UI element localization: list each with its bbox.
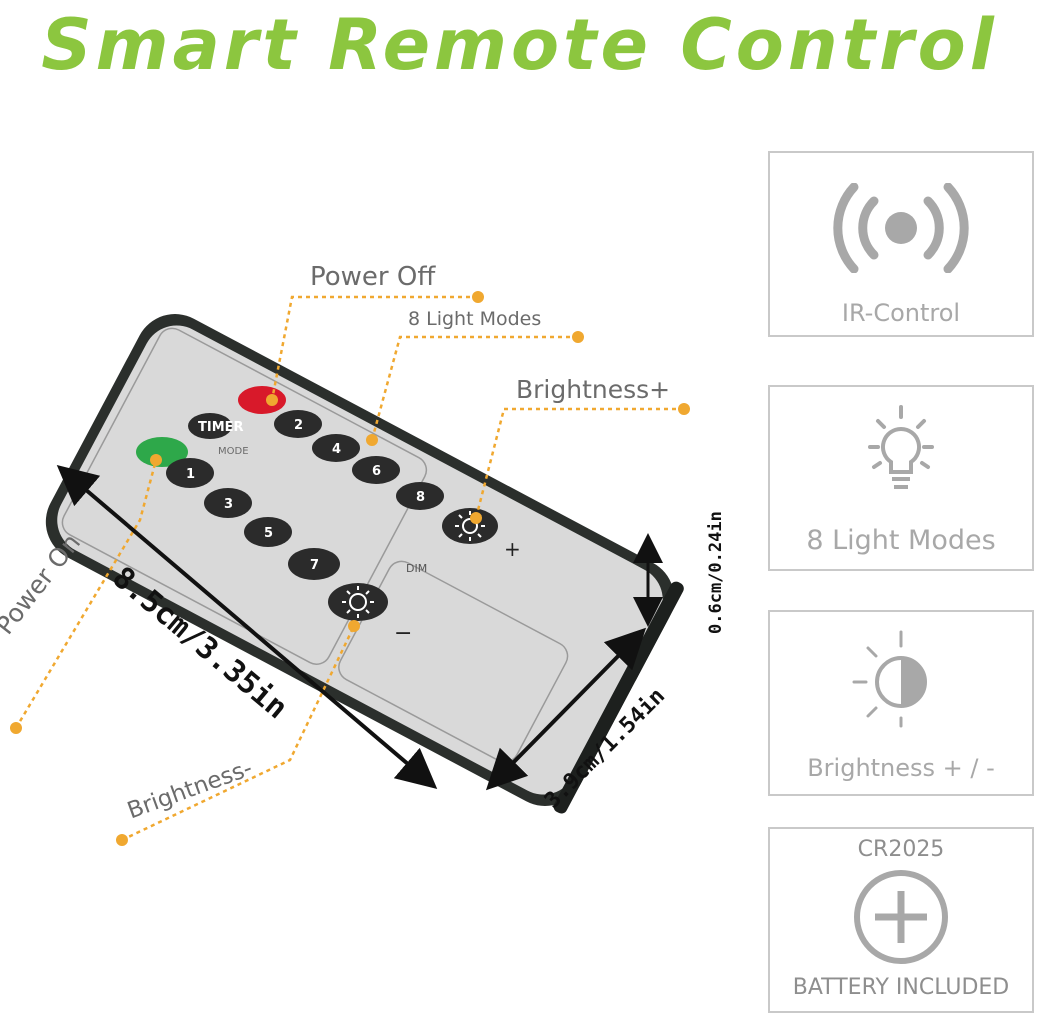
feature-light-modes: 8 Light Modes xyxy=(768,385,1034,571)
length-arrow xyxy=(56,465,438,789)
timer-key-label: TIMER xyxy=(198,420,244,435)
dim-label: DIM xyxy=(406,562,427,575)
svg-text:1: 1 xyxy=(186,467,195,482)
key-7: 7 xyxy=(288,548,340,580)
feature-label: 8 Light Modes xyxy=(806,525,996,556)
timer-key xyxy=(188,413,232,439)
thickness-dimension: 0.6cm/0.24in xyxy=(706,511,726,634)
light-bulb-icon xyxy=(868,405,934,489)
dimension-arrows xyxy=(56,465,663,791)
minus-sign: − xyxy=(394,621,412,646)
half-sun-icon xyxy=(852,630,927,728)
svg-text:5: 5 xyxy=(264,526,273,541)
feature-battery: CR2025 BATTERY INCLUDED xyxy=(768,827,1034,1013)
callout-power-off: Power Off xyxy=(310,262,436,292)
svg-text:6: 6 xyxy=(372,464,381,479)
key-1: 1 xyxy=(166,458,214,488)
key-4: 4 xyxy=(312,434,360,462)
key-2: 2 xyxy=(274,410,322,438)
key-8: 8 xyxy=(396,482,444,510)
plus-sign: + xyxy=(504,537,521,561)
brightness-minus-key xyxy=(328,583,388,621)
power-on-key xyxy=(136,437,188,467)
svg-text:7: 7 xyxy=(310,558,319,573)
remote-illustration: TIMER MODE 1 2 3 4 5 6 7 8 + DIM xyxy=(10,291,690,846)
power-off-key xyxy=(238,386,286,414)
key-3: 3 xyxy=(204,488,252,518)
feature-label: Brightness + / - xyxy=(807,754,995,782)
key-6: 6 xyxy=(352,456,400,484)
svg-text:8: 8 xyxy=(416,490,425,505)
key-5: 5 xyxy=(244,517,292,547)
svg-text:2: 2 xyxy=(294,418,303,433)
svg-text:3: 3 xyxy=(224,497,233,512)
svg-text:4: 4 xyxy=(332,442,341,457)
callout-light-modes: 8 Light Modes xyxy=(408,308,542,330)
battery-plus-icon xyxy=(854,870,948,964)
battery-model: CR2025 xyxy=(857,837,945,862)
feature-ir-control: IR-Control xyxy=(768,151,1034,337)
width-arrow xyxy=(485,627,647,791)
feature-brightness: Brightness + / - xyxy=(768,610,1034,796)
mode-label: MODE xyxy=(218,446,249,457)
page-title: Smart Remote Control xyxy=(41,4,998,86)
brightness-plus-key xyxy=(442,508,498,544)
callout-brightness-plus: Brightness+ xyxy=(516,375,671,404)
feature-label: IR-Control xyxy=(841,299,961,327)
feature-label: BATTERY INCLUDED xyxy=(792,975,1010,1000)
ir-signal-icon xyxy=(833,183,969,273)
